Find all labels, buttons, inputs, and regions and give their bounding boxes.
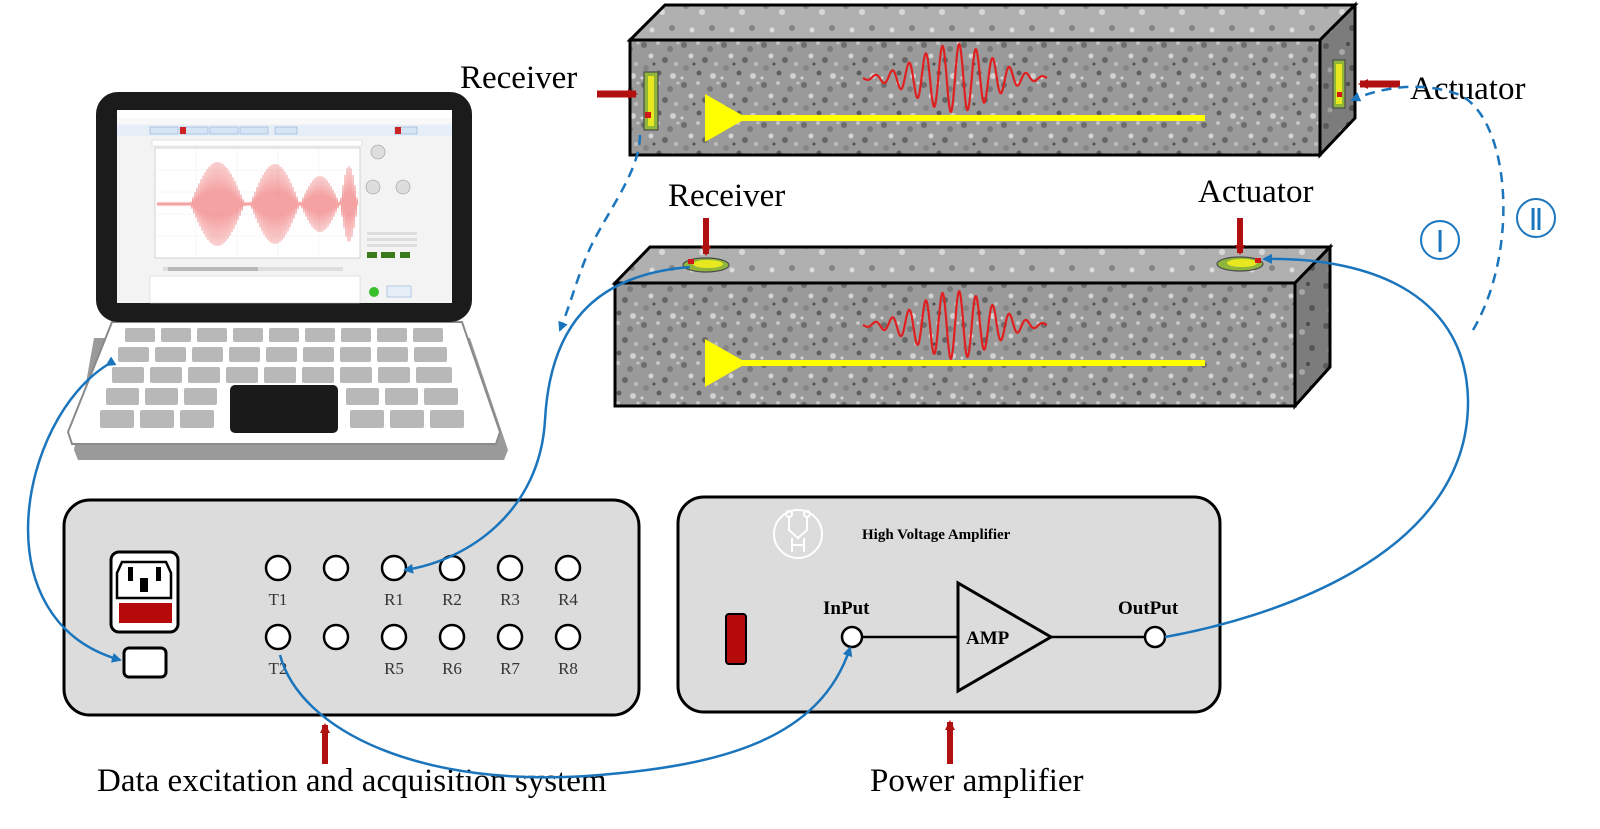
actuator-bottom-label: Actuator [1198,174,1313,210]
receiver-sensor-bottom [682,257,730,273]
actuator-top-label: Actuator [1410,71,1525,107]
channel-port [496,554,524,582]
laptop-keyboard [100,328,464,428]
beam-bottom-front-face [613,281,1297,408]
channel-port [496,623,524,651]
amplifier-output-port [1143,625,1167,649]
channel-port-label: R5 [384,659,404,678]
beam-top-front-face [628,38,1322,157]
amplifier-symbol [956,580,1054,694]
power-amplifier-caption: Power amplifier [870,763,1084,799]
channel-port [380,623,408,651]
channel-port-label: R2 [442,590,462,609]
power-amplifier: High Voltage Amplifier InPut AMP OutPut [676,495,1222,714]
power-socket [109,550,180,634]
cable-receiver-to-r1 [403,265,691,574]
actuator-sensor-top [1332,59,1346,109]
channel-port [322,623,350,651]
channel-port-label: R6 [442,659,462,678]
wave-packet-bottom [862,289,1048,361]
concrete-beam-bottom: Receiver Actuator [611,174,1334,410]
cable-path-two-dashed [1350,85,1505,331]
cable-output-to-actuator [1164,253,1470,639]
path-two-marker: Ⅱ [1516,198,1556,238]
concrete-beam-top: Receiver Actuator [460,1,1525,159]
channel-port [322,554,350,582]
path-two-label: Ⅱ [1529,204,1544,237]
amplifier-input-label: InPut [823,598,870,619]
channel-port [264,554,292,582]
amplifier-power-switch [725,613,747,665]
channel-port-label: T1 [269,590,288,609]
cables [26,85,1505,779]
laptop [66,92,508,460]
channel-port-label: R8 [558,659,578,678]
cable-laptop-to-daq [26,356,122,663]
receiver-top-label: Receiver [460,60,577,96]
channel-port-label: R4 [558,590,578,609]
path-one-marker: Ⅰ [1420,220,1460,260]
channel-port [438,623,466,651]
monitoring-software-window [117,110,452,304]
amplifier-case [676,495,1222,714]
cable-t2-to-amp-input [278,646,853,779]
screen-signal-trace [156,161,359,247]
amplifier-output-label: OutPut [1118,598,1179,619]
receiver-sensor-top [643,71,659,131]
amplifier-logo-icon [773,509,823,559]
laptop-touchpad [230,385,338,433]
acquisition-system-case [62,498,641,717]
screen-signal-path [156,161,359,247]
data-port [122,646,168,679]
channel-port [554,623,582,651]
amplifier-amp-label: AMP [966,628,1010,649]
actuator-sensor-bottom [1216,256,1264,272]
amplifier-input-port [840,625,864,649]
channel-port [380,554,408,582]
channel-port [264,623,292,651]
amplifier-title: High Voltage Amplifier [862,527,1011,543]
channel-port [554,554,582,582]
wave-packet-top [862,42,1048,114]
channel-port-label: R1 [384,590,404,609]
beam-top-top-face [626,3,1359,42]
channel-port-label: R7 [500,659,520,678]
acquisition-system-caption: Data excitation and acquisition system [97,763,607,799]
path-one-label: Ⅰ [1436,226,1445,259]
channel-port-label: R3 [500,590,520,609]
receiver-bottom-label: Receiver [668,178,785,214]
